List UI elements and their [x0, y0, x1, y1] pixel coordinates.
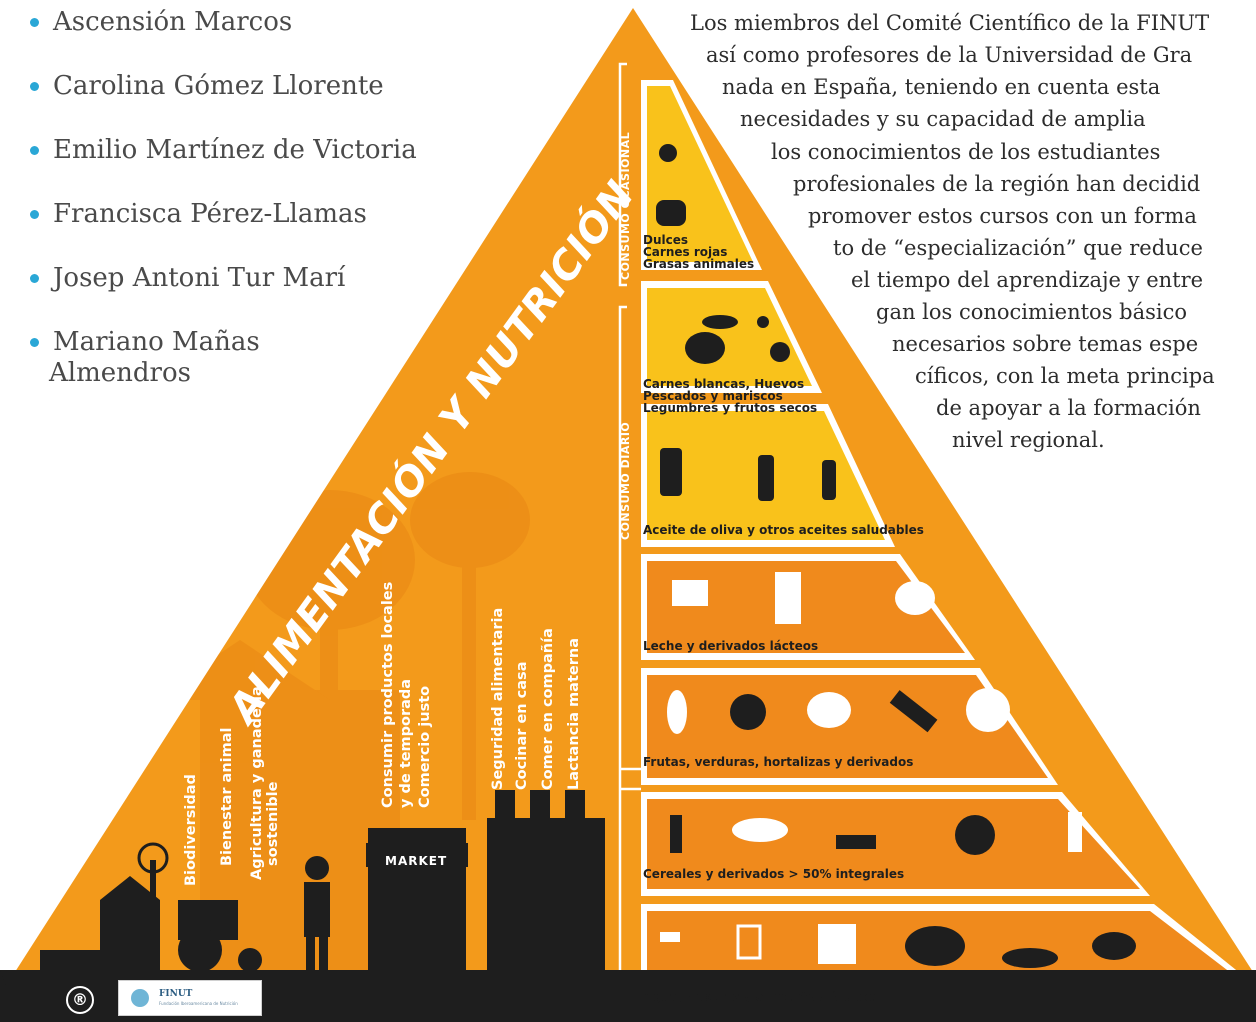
finut-logo: FINUT Fundación Iberoamericana de Nutric…: [118, 980, 262, 1016]
lifestyle-comercio-justo: Comercio justo: [417, 685, 433, 808]
rice-bowl-icon: [955, 815, 995, 855]
finut-logo-icon: [131, 989, 149, 1007]
tier-5-label: Frutas, verduras, hortalizas y derivados: [643, 755, 914, 769]
author-name: Josep Antoni Tur Marí: [53, 263, 346, 293]
author-name: Ascensión Marcos: [53, 7, 293, 37]
author-name: Francisca Pérez-Llamas: [53, 199, 367, 229]
author-name: Emilio Martínez de Victoria: [53, 135, 417, 165]
tier-2-fill: [647, 288, 812, 386]
pasta-icon: [836, 835, 876, 849]
author-name: Mariano Mañas: [53, 327, 260, 357]
tier-icons: [656, 144, 1136, 968]
logo-title: FINUT: [159, 989, 193, 999]
tier-7-label: Agua, bebidas y alimentos líquidos: [643, 990, 880, 1004]
paragraph-line: así como profesores de la Universidad de…: [706, 43, 1193, 67]
tier-6-label: Cereales y derivados > 50% integrales: [643, 867, 905, 881]
apple-icon: [730, 694, 766, 730]
bullet-icon: [30, 18, 39, 27]
paragraph-line: de apoyar a la formación: [936, 396, 1201, 420]
consumption-daily-label: CONSUMO DIARIO: [619, 421, 632, 540]
paragraph-line: gan los conocimientos básico: [876, 300, 1188, 324]
home-building: [487, 818, 605, 988]
tier-4-label: Leche y derivados lácteos: [643, 639, 819, 653]
lifestyle-comer: Comer en compañía: [540, 628, 556, 790]
chicken-icon: [685, 332, 725, 364]
author-name-continued: Almendros: [49, 358, 191, 388]
consumption-occasional-label: CONSUMO OCASIONAL: [619, 131, 632, 280]
paragraph-line: los conocimientos de los estudiantes: [771, 140, 1161, 164]
lifestyle-agricultura-cont: sostenible: [265, 781, 281, 866]
cheese-icon: [672, 580, 708, 606]
paragraph-line: necesarios sobre temas espe: [892, 332, 1199, 356]
paragraph-line: cíficos, con la meta principa: [915, 364, 1215, 388]
paragraph-line: promover estos cursos con un forma: [808, 204, 1197, 228]
lifestyle-bienestar-animal: Bienestar animal: [219, 727, 235, 866]
bullet-icon: [30, 338, 39, 347]
nuts-icon: [757, 316, 769, 328]
teapot-icon: [905, 926, 965, 966]
paragraph-line: nivel regional.: [952, 428, 1105, 452]
bullet-icon: [30, 210, 39, 219]
lifestyle-biodiversidad: Biodiversidad: [183, 774, 199, 886]
onion-icon: [807, 692, 851, 728]
author-name: Carolina Gómez Llorente: [53, 71, 384, 101]
fish-icon: [702, 315, 738, 329]
market-sign: MARKET: [385, 854, 448, 868]
carrot-icon: [889, 690, 938, 733]
juicer-icon: [1092, 932, 1136, 960]
logo-subtitle: Fundación Iberoamericana de Nutrición: [159, 1001, 238, 1006]
milk-icon: [775, 572, 801, 624]
windmill-icon: [137, 842, 169, 874]
person-icon: [305, 856, 329, 880]
wheat-icon: [670, 815, 682, 853]
tap-icon: [660, 932, 680, 942]
paragraph-line: nada en España, teniendo en cuenta esta: [722, 75, 1161, 99]
lifestyle-cocinar: Cocinar en casa: [514, 661, 530, 790]
banana-icon: [667, 690, 687, 734]
bread-icon: [732, 818, 788, 842]
lifestyle-lactancia: Lactancia materna: [566, 638, 582, 790]
bullet-icon: [30, 82, 39, 91]
soup-icon: [1002, 948, 1058, 968]
registered-mark-icon: ®: [66, 986, 94, 1014]
cake-icon: [659, 144, 677, 162]
yogurt-icon: [895, 581, 935, 615]
lifestyle-seguridad: Seguridad alimentaria: [490, 607, 506, 790]
oil-bottle-icon: [758, 455, 774, 501]
tier-3-label: Aceite de oliva y otros aceites saludabl…: [643, 523, 924, 537]
paragraph-line: profesionales de la región han decidid: [793, 172, 1201, 196]
paragraph-line: el tiempo del aprendizaje y entre: [851, 268, 1204, 292]
tier-4-fill: [647, 561, 965, 653]
paragraph-line: Los miembros del Comité Científico de la…: [690, 11, 1210, 35]
lifestyle-agricultura: Agricultura y ganadería: [249, 686, 265, 880]
bullet-icon: [30, 274, 39, 283]
tier-1-label: Dulces Carnes rojas Grasas animales: [643, 233, 755, 271]
corn-icon: [1068, 812, 1082, 852]
bottles-icon: [818, 924, 856, 964]
bullet-icon: [30, 146, 39, 155]
paragraph-line: necesidades y su capacidad de amplia: [740, 107, 1146, 131]
glass-icon: [736, 924, 762, 960]
cabbage-icon: [966, 688, 1010, 732]
paragraph-line: to de “especialización” que reduce: [833, 236, 1203, 260]
lifestyle-productos-locales: Consumir productos locales: [380, 581, 396, 808]
tier-2-label: Carnes blancas, Huevos Pescados y marisc…: [643, 377, 818, 415]
meat-icon: [656, 200, 686, 226]
lifestyle-productos-locales-cont: y de temporada: [398, 678, 414, 808]
olive-oil-icon: [660, 448, 682, 496]
